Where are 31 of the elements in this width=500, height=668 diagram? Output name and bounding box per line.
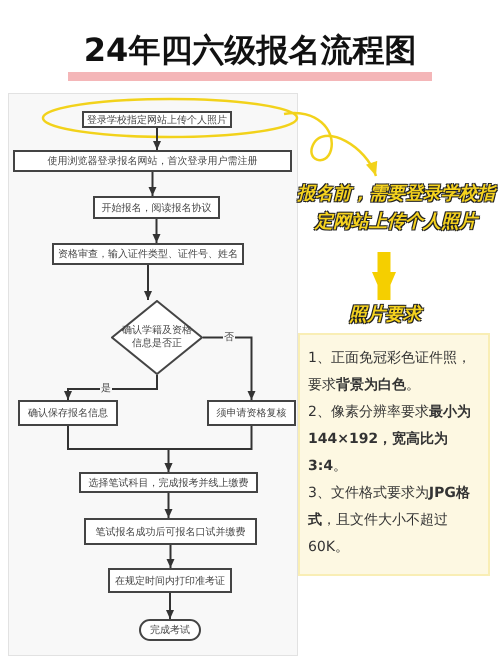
arrow xyxy=(166,545,174,568)
handwritten-note: 报名前，需要登录学校指定网站上传个人照片 xyxy=(296,180,496,240)
note-box xyxy=(298,333,490,576)
edge-label: 否 xyxy=(223,332,235,344)
arrow xyxy=(203,336,256,400)
arrow xyxy=(164,426,252,472)
process-box: 登录学校指定网站上传个人照片 xyxy=(82,111,232,128)
process-box: 确认保存报名信息 xyxy=(18,400,118,426)
handwritten-heading: 照片要求 xyxy=(330,300,440,330)
block-arrow xyxy=(372,252,396,300)
process-box: 选择笔试科目，完成报考并线上缴费 xyxy=(79,472,258,493)
process-box: 须申请资格复核 xyxy=(207,400,296,426)
edge-label: 是 xyxy=(100,383,112,395)
arrow xyxy=(166,593,174,619)
arrow xyxy=(144,265,152,300)
process-box: 笔试报名成功后可报名口试并缴费 xyxy=(84,518,257,545)
arrow xyxy=(64,375,158,400)
process-box: 资格审查，输入证件类型、证件号、姓名 xyxy=(52,243,244,265)
curved-arrow xyxy=(284,112,378,176)
note-text: 2、像素分辨率要求最小为144×192，宽高比为3:4。 xyxy=(308,403,472,476)
arrow xyxy=(164,493,172,518)
arrow xyxy=(153,128,161,150)
arrow xyxy=(148,172,156,196)
terminal-box: 完成考试 xyxy=(139,619,201,641)
title: 24年四六级报名流程图 xyxy=(82,30,418,71)
process-box: 使用浏览器登录报名网站，首次登录用户需注册 xyxy=(13,150,292,172)
process-box: 在规定时间内打印准考证 xyxy=(108,568,232,593)
note-text: 3、文件格式要求为JPG格式，且文件大小不超过60K。 xyxy=(308,484,471,557)
arrow xyxy=(152,219,160,243)
note-text: 1、正面免冠彩色证件照，要求背景为白色。 xyxy=(308,349,472,395)
process-box: 开始报名，阅读报名协议 xyxy=(93,196,220,219)
